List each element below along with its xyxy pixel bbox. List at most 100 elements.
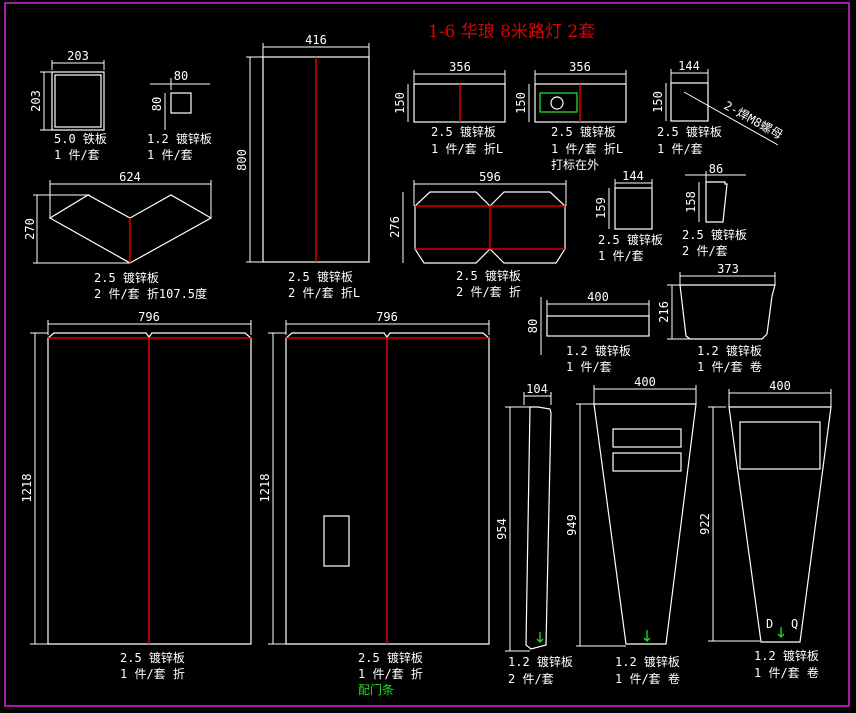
part-13-front-panel: 796 1218 2.5 镀锌板 1 件/套 折 (20, 310, 252, 681)
material-label: 2.5 镀锌板 (94, 271, 159, 285)
drawing-line (40, 60, 105, 131)
drawing-line (268, 320, 490, 645)
qty-label: 1 件/套 卷 (754, 665, 819, 680)
drawing-line (667, 272, 776, 340)
drawing-line (402, 180, 567, 263)
part-14-door-panel: 796 1218 2.5 镀锌板 1 件/套 折 配门条 (258, 310, 490, 697)
material-label: 1.2 镀锌板 (566, 344, 631, 358)
hole-marker: Q (791, 617, 798, 631)
dim-height: 216 (657, 301, 671, 323)
material-label: 1.2 镀锌板 (615, 655, 680, 669)
qty-label: 1 件/套 折L (551, 141, 623, 156)
part-2-small-plate: 80 80 1.2 镀锌板 1 件/套 (147, 69, 212, 162)
drawing-line (414, 191, 566, 264)
dim-height: 150 (514, 92, 528, 114)
dim-height: 80 (150, 97, 164, 111)
qty-label: 1 件/套 (657, 142, 703, 156)
drawing-line (286, 337, 489, 644)
drawing-line (683, 91, 779, 146)
drawing-line (285, 332, 490, 645)
drawing-line (47, 332, 252, 645)
drawing-line (505, 392, 552, 652)
door-opening (323, 515, 350, 567)
drawing-line (614, 187, 653, 230)
qty-label: 2 件/套 折107.5度 (94, 286, 207, 301)
dim-width: 80 (174, 69, 188, 83)
drawing-line (546, 315, 650, 337)
dim-width: 203 (67, 49, 89, 63)
drawing-line (415, 205, 565, 250)
drawing-line (643, 630, 651, 642)
drawing-line (539, 92, 578, 113)
drawing-line (593, 403, 697, 645)
dim-width: 796 (376, 310, 398, 324)
dim-width: 400 (634, 375, 656, 389)
dim-height: 80 (526, 319, 540, 333)
qty-label: 2 件/套 折L (288, 285, 360, 300)
material-label: 5.0 铁板 (54, 132, 107, 146)
drawing-line (536, 632, 544, 643)
material-label: 1.2 镀锌板 (147, 132, 212, 146)
dim-height: 150 (651, 91, 665, 113)
part-15-side-strip: 104 954 1.2 镀锌板 2 件/套 (495, 382, 573, 686)
drawing-line (665, 69, 709, 121)
drawing-line (170, 92, 192, 114)
qty-label: 2 件/套 折 (456, 284, 521, 299)
drawing-line (528, 70, 627, 122)
dim-height: 150 (393, 92, 407, 114)
drawing-frame (4, 2, 850, 707)
dim-height: 158 (684, 191, 698, 213)
dim-height: 270 (23, 218, 37, 240)
dim-width: 400 (769, 379, 791, 393)
window-large (739, 421, 821, 470)
drawing-line (33, 180, 212, 264)
part-5-plate-with-mark: 356 150 2.5 镀锌板 1 件/套 折L 打标在外 (514, 60, 627, 172)
qty-label: 1 件/套 折L (431, 141, 503, 156)
drawing-line (407, 70, 506, 122)
part-4-plate: 356 150 2.5 镀锌板 1 件/套 折L (393, 60, 506, 156)
dim-height: 922 (698, 513, 712, 535)
drawing-line (30, 320, 252, 645)
dim-height: 203 (29, 90, 43, 112)
qty-label: 2 件/套 (508, 672, 554, 686)
drawing-line (48, 337, 251, 644)
part-1-square-plate: 203 203 5.0 铁板 1 件/套 (29, 49, 107, 162)
qty-label: 1 件/套 (598, 249, 644, 263)
drawing-line (679, 284, 776, 340)
drawing-line (54, 74, 102, 128)
dim-width: 144 (622, 169, 644, 183)
material-label: 2.5 镀锌板 (431, 125, 496, 139)
dim-height: 1218 (20, 474, 34, 503)
qty-label: 2 件/套 (682, 244, 728, 258)
material-label: 2.5 镀锌板 (682, 228, 747, 242)
note-label: 配门条 (358, 682, 394, 697)
part-7-v-bracket: 624 270 2.5 镀锌板 2 件/套 折107.5度 (23, 170, 213, 301)
dim-width: 356 (449, 60, 471, 74)
qty-label: 1 件/套 卷 (697, 359, 762, 374)
material-label: 1.2 镀锌板 (754, 649, 819, 663)
part-16-tapered-panel: 400 949 1.2 镀锌板 1 件/套 卷 (565, 375, 697, 686)
part-12-trapezoid: 373 216 1.2 镀锌板 1 件/套 卷 (657, 262, 776, 374)
drawing-title: 1-6 华琅 8米路灯 2套 (428, 22, 595, 42)
dim-width: 373 (717, 262, 739, 276)
drawing-line (550, 96, 564, 110)
drawing-line (777, 627, 785, 638)
material-label: 2.5 镀锌板 (288, 270, 353, 284)
drawing-line (51, 71, 105, 131)
dim-height: 1218 (258, 474, 272, 503)
qty-label: 1 件/套 折 (120, 666, 185, 681)
drawing-line (708, 389, 832, 642)
qty-label: 1 件/套 折 (358, 666, 423, 681)
drawing-line (576, 385, 697, 647)
drawing-line (525, 406, 552, 650)
dim-height: 276 (388, 216, 402, 238)
material-label: 2.5 镀锌板 (598, 233, 663, 247)
dim-height: 159 (594, 197, 608, 219)
dim-width: 86 (709, 162, 723, 176)
part-17-tapered-panel-window: D Q 400 922 1.2 镀锌板 1 件/套 卷 (698, 379, 832, 680)
drawing-line (685, 171, 746, 222)
qty-label: 1 件/套 (566, 360, 612, 374)
drawing-line (540, 297, 650, 355)
material-label: 2.5 镀锌板 (120, 651, 185, 665)
